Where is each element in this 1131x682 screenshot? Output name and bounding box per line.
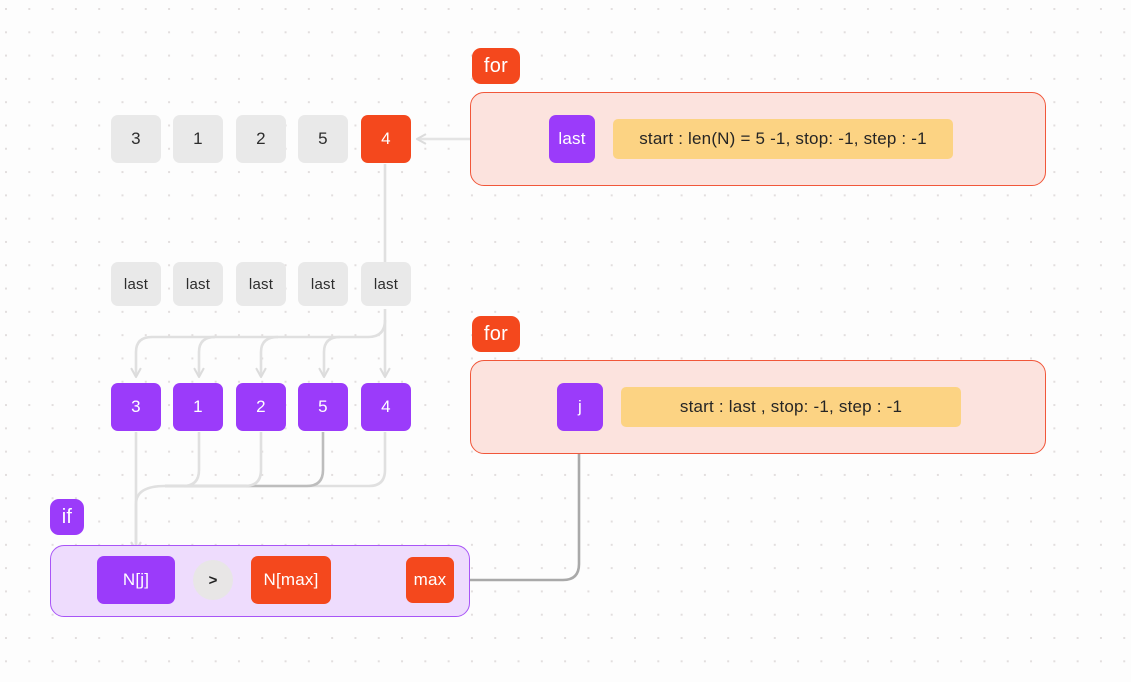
if-operator-label: > xyxy=(208,571,218,589)
array-cell-3[interactable]: 5 xyxy=(298,115,348,163)
edge-j2-collector xyxy=(165,432,263,488)
edge-j3-to-nj xyxy=(136,484,166,550)
badge-if: if xyxy=(50,499,84,535)
last-cell-1[interactable]: last xyxy=(173,262,223,306)
array-cell-3-label: 5 xyxy=(318,129,328,148)
last-cell-0-label: last xyxy=(123,275,149,293)
badge-if-label: if xyxy=(61,505,73,528)
array-cell-0[interactable]: 3 xyxy=(111,115,161,163)
j-cell-0-label: 3 xyxy=(131,397,141,416)
last-cell-2-label: last xyxy=(248,275,274,293)
array-cell-0-label: 3 xyxy=(131,129,141,148)
j-cell-1[interactable]: 1 xyxy=(173,383,223,431)
if-left-operand-label: N[j] xyxy=(122,570,150,589)
edge-last-bus-branch-1 xyxy=(324,335,341,376)
edge-j4-collector xyxy=(165,432,387,488)
edge-last-bus-branch-3 xyxy=(199,335,216,376)
last-cell-0[interactable]: last xyxy=(111,262,161,306)
last-cell-4[interactable]: last xyxy=(361,262,411,306)
last-cell-3[interactable]: last xyxy=(298,262,348,306)
last-cell-2[interactable]: last xyxy=(236,262,286,306)
array-cell-2[interactable]: 2 xyxy=(236,115,286,163)
inner-for-range-label: start : last , stop: -1, step : -1 xyxy=(679,397,903,416)
outer-for-range[interactable]: start : len(N) = 5 -1, stop: -1, step : … xyxy=(613,119,953,159)
j-cell-2-label: 2 xyxy=(256,397,266,416)
if-right-operand-label: N[max] xyxy=(263,570,319,589)
array-cell-1-label: 1 xyxy=(193,129,203,148)
edge-last-bus-spine xyxy=(136,319,387,376)
badge-inner-for-label: for xyxy=(483,322,509,345)
inner-for-range[interactable]: start : last , stop: -1, step : -1 xyxy=(621,387,961,427)
j-cell-0[interactable]: 3 xyxy=(111,383,161,431)
array-cell-1[interactable]: 1 xyxy=(173,115,223,163)
j-cell-3-label: 5 xyxy=(318,397,328,416)
last-cell-1-label: last xyxy=(185,275,211,293)
j-cell-1-label: 1 xyxy=(193,397,203,416)
if-right-operand[interactable]: N[max] xyxy=(251,556,331,604)
outer-for-range-label: start : len(N) = 5 -1, stop: -1, step : … xyxy=(639,129,927,148)
array-cell-2-label: 2 xyxy=(256,129,266,148)
inner-for-variable[interactable]: j xyxy=(557,383,603,431)
inner-for-variable-label: j xyxy=(578,397,582,416)
if-left-operand[interactable]: N[j] xyxy=(97,556,175,604)
edge-j5-collector xyxy=(165,432,325,488)
array-cell-4-label: 4 xyxy=(381,129,391,148)
edge-last-bus-branch-2 xyxy=(261,335,279,376)
badge-outer-for: for xyxy=(472,48,520,84)
badge-outer-for-label: for xyxy=(483,54,509,77)
j-cell-4-label: 4 xyxy=(381,397,391,416)
edge-j1-collector xyxy=(165,432,201,488)
last-cell-4-label: last xyxy=(373,275,399,293)
outer-for-variable-label: last xyxy=(558,129,586,148)
j-cell-4[interactable]: 4 xyxy=(361,383,411,431)
if-operator: > xyxy=(193,560,233,600)
j-cell-3[interactable]: 5 xyxy=(298,383,348,431)
j-cell-2[interactable]: 2 xyxy=(236,383,286,431)
outer-for-variable[interactable]: last xyxy=(549,115,595,163)
edge-max-to-j xyxy=(456,437,586,587)
badge-inner-for: for xyxy=(472,316,520,352)
if-max-variable-label: max xyxy=(413,570,447,589)
if-max-variable[interactable]: max xyxy=(406,557,454,603)
array-cell-4[interactable]: 4 xyxy=(361,115,411,163)
last-cell-3-label: last xyxy=(310,275,336,293)
